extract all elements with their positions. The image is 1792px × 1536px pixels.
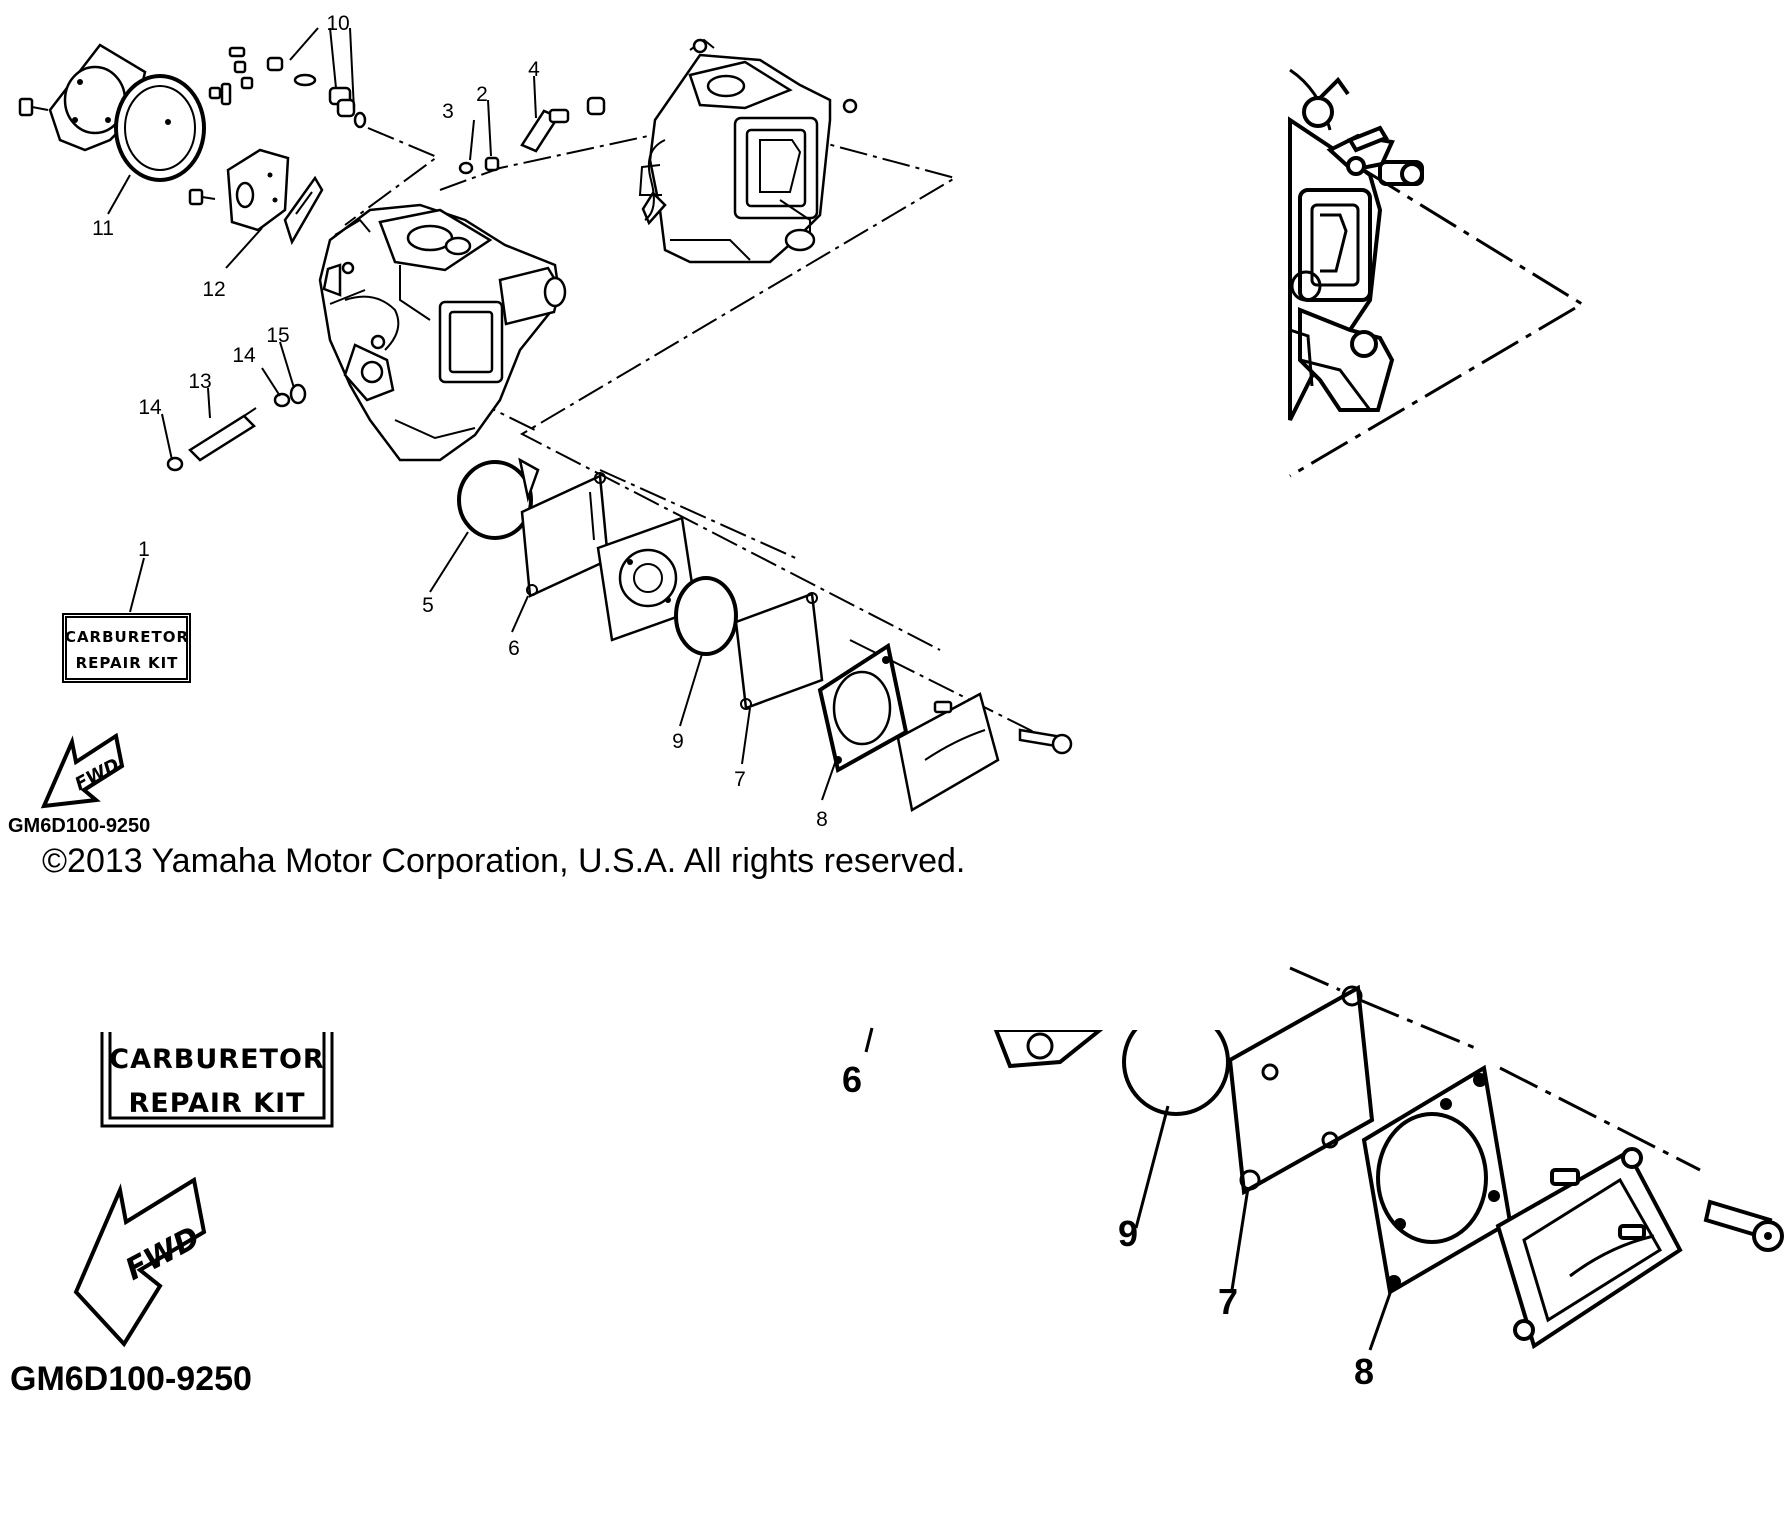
pilot-screw-13 <box>166 383 307 472</box>
exploded-view: 10 4 2 3 11 12 15 14 13 14 1 5 6 9 7 8 C… <box>8 12 1073 880</box>
kit-label-line2: REPAIR KIT <box>76 654 179 672</box>
pump-cover-zoom <box>1495 1147 1683 1350</box>
fwd-arrow-icon: FWD <box>40 732 125 809</box>
bolt-zoom-icon <box>1703 1199 1784 1252</box>
part-code-small: GM6D100-9250 <box>8 815 150 837</box>
zoom-callout-9: 9 <box>1118 1213 1138 1254</box>
screw-icon <box>18 46 254 206</box>
callout-2: 2 <box>476 83 488 106</box>
diaphragm-icon <box>114 74 206 182</box>
callout-15: 15 <box>266 324 289 347</box>
gasket-8-zoom <box>1361 1064 1513 1296</box>
carburetor-body-lower <box>318 203 567 462</box>
fwd-arrow-zoom-icon: FWD <box>73 1176 207 1348</box>
part-code-zoom: GM6D100-9250 <box>10 1360 252 1398</box>
zoom-kit-and-fwd: CARBURETOR REPAIR KIT FWD GM6D100-9250 <box>10 1032 334 1398</box>
kit-label-box: CARBURETOR REPAIR KIT <box>62 613 191 683</box>
zoom-callout-6: 6 <box>842 1059 862 1100</box>
callout-14-lower: 14 <box>138 396 162 419</box>
kit-label-line1: CARBURETOR <box>65 628 189 646</box>
callout-12: 12 <box>202 278 225 301</box>
kit-label-zoom-line2: REPAIR KIT <box>128 1088 305 1119</box>
callout-14-upper: 14 <box>232 344 256 367</box>
bolt <box>1018 728 1073 755</box>
callout-6: 6 <box>508 637 520 660</box>
gasket-7-zoom <box>1227 984 1375 1196</box>
callout-numbers: 10 4 2 3 11 12 15 14 13 14 1 5 6 9 7 8 <box>92 12 828 831</box>
callout-1: 1 <box>138 538 150 561</box>
gasket-6 <box>520 472 610 598</box>
callout-5: 5 <box>422 594 434 617</box>
gasket-12 <box>283 175 324 246</box>
callout-13: 13 <box>188 370 211 393</box>
pump-body <box>226 148 290 232</box>
o-ring-9 <box>674 576 738 656</box>
copyright-notice: ©2013 Yamaha Motor Corporation, U.S.A. A… <box>42 842 965 880</box>
gasket-8 <box>817 642 909 774</box>
callout-11: 11 <box>92 217 114 240</box>
callout-9: 9 <box>672 730 684 753</box>
needle-parts-2-4 <box>458 96 606 175</box>
kit-label-zoom-line1: CARBURETOR <box>109 1044 324 1075</box>
o-ring-9-zoom <box>1122 1030 1230 1116</box>
callout-10: 10 <box>326 12 349 35</box>
leader-lines <box>107 27 837 801</box>
gasket-5 <box>457 457 540 540</box>
gasket-7 <box>734 592 824 710</box>
callout-8: 8 <box>816 808 828 831</box>
callout-4: 4 <box>528 58 540 81</box>
carburetor-body-upper <box>638 38 858 264</box>
pump-cover <box>896 692 1000 812</box>
zoom-callout-8: 8 <box>1354 1351 1374 1392</box>
zoom-carburetor-detail <box>1288 68 1585 478</box>
zoom-pump-stack: 6 9 7 8 <box>842 966 1784 1392</box>
callout-7: 7 <box>734 768 746 791</box>
pump-housing <box>596 516 698 642</box>
zoom-callout-7: 7 <box>1218 1281 1238 1322</box>
small-parts-10 <box>266 56 367 129</box>
callout-3: 3 <box>442 100 454 123</box>
